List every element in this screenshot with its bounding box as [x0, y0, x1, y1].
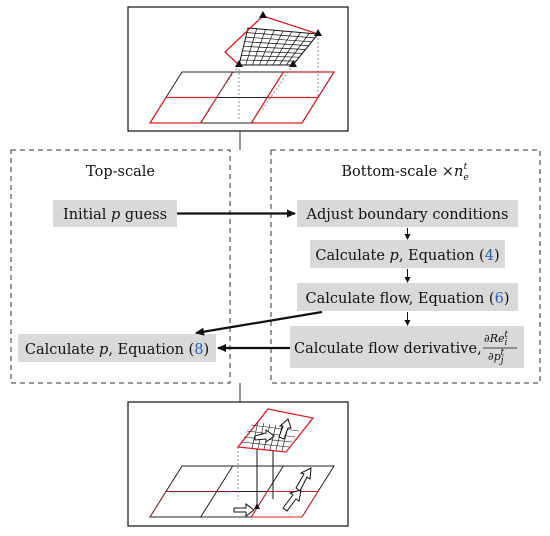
top-scale-panel [10, 149, 231, 384]
box-calculate-p-eq4: Calculate p, Equation (4) [310, 240, 505, 268]
box-calculate-flow-derivative: Calculate flow derivative, ∂Reit ∂pjt [290, 326, 524, 368]
svg-text:Calculate p, Equation (4): Calculate p, Equation (4) [315, 248, 499, 264]
svg-text:Calculate flow, Equation (6): Calculate flow, Equation (6) [305, 291, 509, 307]
bottom-illustration [127, 401, 349, 527]
box-adjust-boundary-conditions: Adjust boundary conditions [297, 200, 518, 227]
box-calculate-flow-eq6: Calculate flow, Equation (6) [297, 283, 518, 311]
svg-text:∂pjt: ∂pjt [488, 348, 505, 366]
fine-grid-top [224, 11, 322, 67]
svg-text:Calculate p, Equation (8): Calculate p, Equation (8) [25, 342, 209, 358]
fine-grid-bottom [236, 408, 315, 453]
derivative-fraction: ∂Reit ∂pjt [483, 330, 517, 366]
svg-text:Initial p guess: Initial p guess [63, 207, 167, 223]
arrow-flow-to-calc-p-top [195, 310, 323, 336]
top-illustration [127, 6, 349, 132]
box-calculate-p-eq8: Calculate p, Equation (8) [18, 334, 216, 362]
svg-text:Adjust boundary conditions: Adjust boundary conditions [306, 207, 509, 223]
bottom-scale-title: Bottom-scale ×net [341, 162, 468, 183]
svg-text:∂Reit: ∂Reit [484, 330, 508, 348]
svg-text:Calculate flow derivative,: Calculate flow derivative, [294, 341, 482, 357]
top-scale-title: Top-scale [86, 164, 155, 180]
box-initial-guess: Initial p guess [53, 200, 177, 227]
